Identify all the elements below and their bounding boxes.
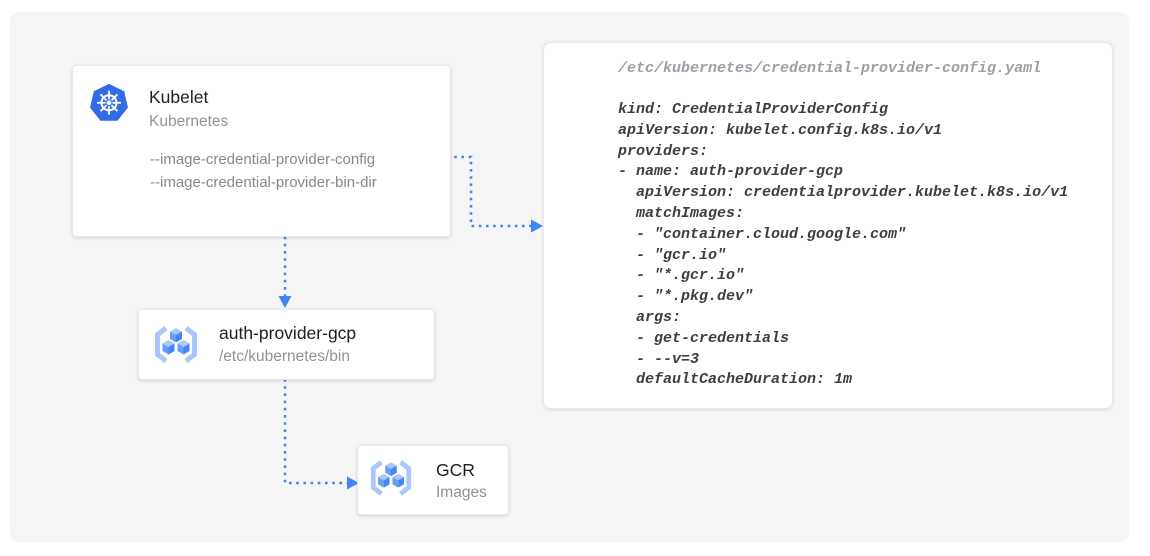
kubelet-flag-config: --image-credential-provider-config (150, 151, 376, 168)
gcr-title: GCR (436, 460, 475, 480)
cube-bottom-right (177, 340, 190, 355)
cube-top (385, 462, 397, 477)
gcr-icon (155, 326, 197, 363)
kubelet-subtitle: Kubernetes (149, 113, 229, 130)
node-auth-provider-gcp: auth-provider-gcp /etc/kubernetes/bin (138, 309, 435, 380)
cube-top (170, 328, 182, 343)
yaml-panel: /etc/kubernetes/credential-provider-conf… (543, 42, 1113, 409)
node-kubelet: Kubelet Kubernetes --image-credential-pr… (72, 65, 451, 237)
auth-provider-title: auth-provider-gcp (219, 323, 357, 343)
auth-provider-subtitle: /etc/kubernetes/bin (219, 348, 350, 365)
yaml-filename: /etc/kubernetes/credential-provider-conf… (618, 60, 1042, 77)
cube-bottom-right (392, 473, 404, 488)
kubelet-flag-bin-dir: --image-credential-provider-bin-dir (150, 174, 377, 191)
gcr-icon (370, 460, 412, 496)
node-gcr: GCR Images (357, 445, 509, 515)
cube-bottom-left (378, 473, 390, 488)
gcr-subtitle: Images (436, 484, 487, 501)
kubernetes-icon (90, 83, 128, 121)
yaml-code-block: kind: CredentialProviderConfig apiVersio… (618, 101, 1069, 389)
cube-bottom-left (162, 340, 175, 355)
kubelet-title: Kubelet (149, 87, 209, 107)
